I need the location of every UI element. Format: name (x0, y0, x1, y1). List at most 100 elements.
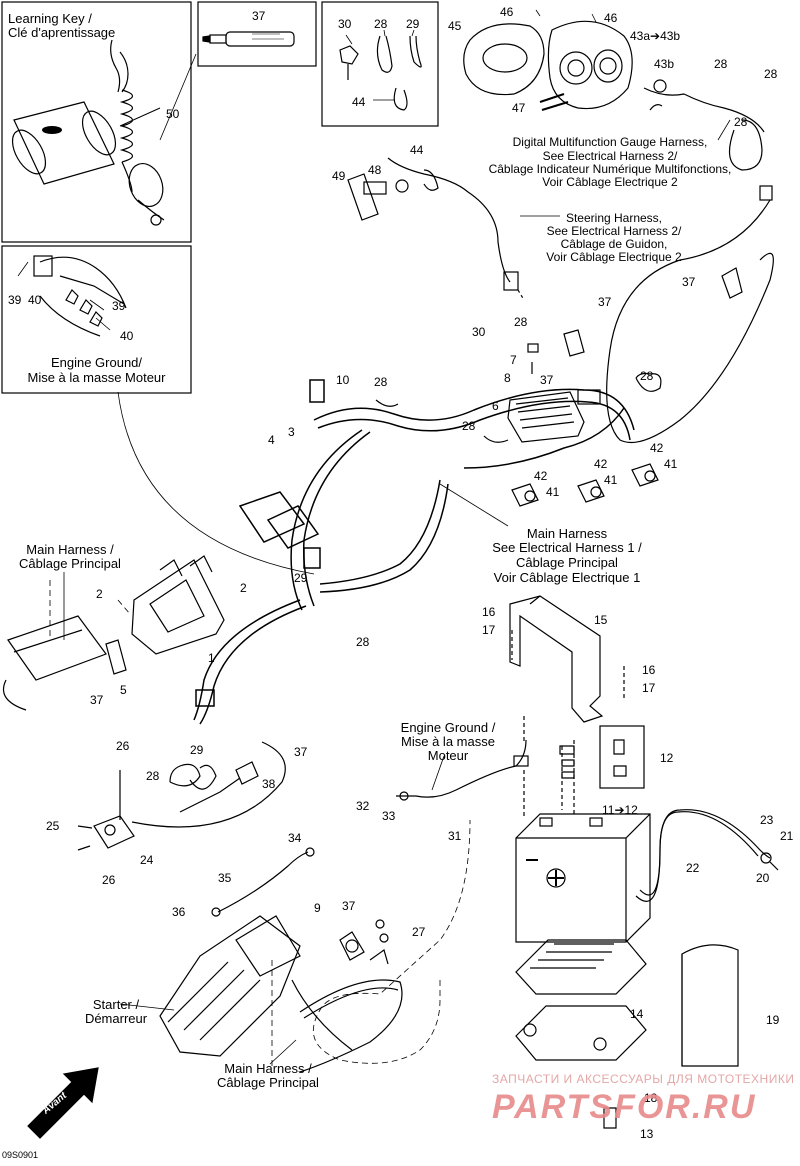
part-45: 45 (448, 19, 462, 33)
callout-leaders (63, 53, 731, 1065)
part-41-a: 41 (546, 485, 560, 499)
part-5: 5 (120, 683, 127, 697)
bottom-harness-leader (312, 819, 471, 1064)
part-28-clip: 28 (374, 17, 388, 31)
part-23: 23 (760, 813, 774, 827)
part-17-b: 17 (642, 681, 656, 695)
part-29-b: 29 (190, 743, 204, 757)
part-38: 38 (262, 777, 276, 791)
part-24: 24 (140, 853, 154, 867)
part-11-12: 11➔12 (602, 803, 638, 817)
part-34: 34 (288, 831, 302, 845)
starter-line-1: Starter / (92, 997, 140, 1012)
right-harness-loop (606, 199, 774, 444)
part-14: 14 (630, 1007, 644, 1021)
steering-harness-line-3: Câblage de Guidon, (560, 237, 668, 251)
part-8: 8 (504, 371, 511, 385)
part-26-a: 26 (116, 739, 130, 753)
part-2-a: 2 (96, 587, 103, 601)
part-28-mid-a: 28 (514, 315, 528, 329)
part-25: 25 (46, 819, 60, 833)
learning-key-title-fr: Clé d'aprentissage (8, 25, 116, 40)
main-harness-drawing (193, 379, 635, 725)
part-18: 18 (644, 1091, 658, 1105)
part-20: 20 (756, 871, 770, 885)
part-37-starter: 37 (342, 899, 356, 913)
part-39-a: 39 (8, 293, 22, 307)
tube-inset-frame (197, 1, 317, 67)
part-3: 3 (288, 425, 295, 439)
part-13: 13 (640, 1127, 654, 1141)
part-50: 50 (166, 107, 180, 121)
steering-harness-drawing (347, 157, 525, 301)
gauge-harness-line-3: Câblage Indicateur Numérique Multifoncti… (488, 162, 732, 176)
part-28-mid-b: 28 (640, 369, 654, 383)
dess-post-drawing (77, 741, 286, 851)
part-48: 48 (368, 163, 382, 177)
part-32: 32 (356, 799, 370, 813)
part-44: 44 (410, 143, 424, 157)
main-harness-bottom-line-1: Main Harness / (224, 1061, 312, 1076)
main-harness-line-2: See Electrical Harness 1 / (492, 540, 642, 555)
part-41-c: 41 (664, 457, 678, 471)
part-43b: 43b (654, 57, 675, 71)
engine-ground-mid-line-1: Engine Ground / (400, 720, 496, 735)
part-10: 10 (336, 373, 350, 387)
part-37-right: 37 (682, 275, 696, 289)
part-29: 29 (294, 571, 308, 585)
engine-ground-caption: Engine Ground/ (50, 355, 143, 370)
gauge-harness-line-4: Voir Câblage Electrique 2 (542, 175, 678, 189)
part-2-b: 2 (240, 581, 247, 595)
part-28-top-a: 28 (714, 57, 728, 71)
part-37-mid: 37 (540, 373, 554, 387)
part-1: 1 (208, 651, 215, 665)
main-harness-line-3: Câblage Principal (516, 555, 618, 570)
part-26-b: 26 (102, 873, 116, 887)
part-42-c: 42 (650, 441, 664, 455)
learning-key-drawing (11, 39, 165, 226)
gauge-cluster-drawing (463, 9, 773, 201)
part-16-a: 16 (482, 605, 496, 619)
steering-harness-line-2: See Electrical Harness 2/ (546, 224, 682, 238)
main-harness-left-line-2: Câblage Principal (19, 556, 121, 571)
part-37-key: 37 (294, 745, 308, 759)
part-43a-43b: 43a➔43b (630, 29, 681, 43)
part-37-regulator: 37 (598, 295, 612, 309)
part-46-b: 46 (604, 11, 618, 25)
part-28-mid-d: 28 (374, 375, 388, 389)
part-7: 7 (510, 353, 517, 367)
part-15: 15 (594, 613, 608, 627)
part-37-left: 37 (90, 693, 104, 707)
part-44-clip: 44 (352, 95, 366, 109)
main-harness-line-1: Main Harness (526, 526, 608, 541)
learning-key-title: Learning Key / (8, 11, 92, 26)
drawing-code: 09S0901 (2, 1150, 39, 1160)
starter-cable-drawing (211, 847, 315, 917)
part-28-top-c: 28 (734, 115, 748, 129)
engine-ground-mid-line-3: Moteur (427, 748, 469, 763)
battery-tray-drawing (515, 939, 739, 1129)
part-16-b: 16 (642, 663, 656, 677)
part-30: 30 (472, 325, 486, 339)
part-42-a: 42 (534, 469, 548, 483)
part-31: 31 (448, 829, 462, 843)
watermark-tagline: ЗАПЧАСТИ И АКСЕССУАРЫ ДЛЯ МОТОТЕХНИКИ (492, 1072, 795, 1086)
part-49: 49 (332, 169, 346, 183)
part-36: 36 (172, 905, 186, 919)
part-17-a: 17 (482, 623, 496, 637)
watermark-brand: PARTSFOR.RU (492, 1088, 757, 1126)
part-28-mid-c: 28 (462, 419, 476, 433)
engine-ground-leader (117, 391, 315, 575)
steering-harness-line-4: Voir Câblage Electrique 2 (546, 250, 682, 264)
main-harness-line-4: Voir Câblage Electrique 1 (493, 570, 641, 585)
part-41-b: 41 (604, 473, 618, 487)
battery-bracket-drawing (509, 595, 625, 723)
battery-drawing (515, 740, 651, 943)
part-29-clip: 29 (406, 17, 420, 31)
part-33: 33 (382, 809, 396, 823)
part-46-a: 46 (500, 5, 514, 19)
engine-ground-inset-frame (1, 245, 192, 394)
part-30-clip: 30 (338, 17, 352, 31)
